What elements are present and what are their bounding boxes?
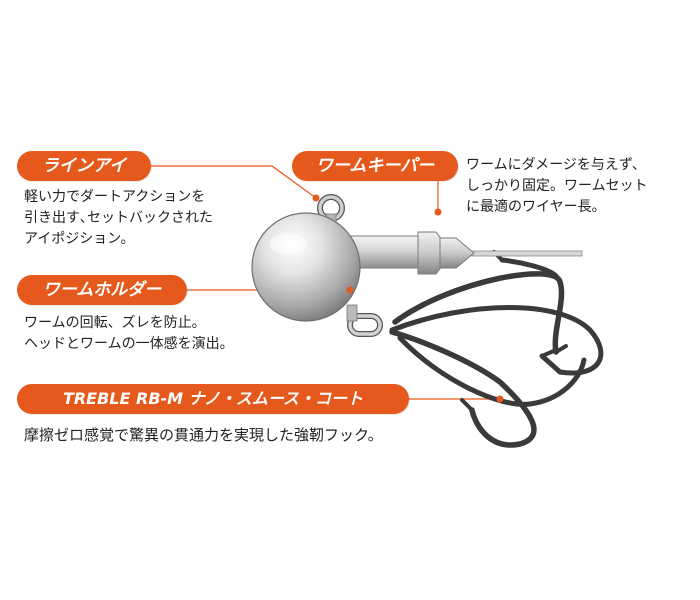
callout-label-worm-holder: ワームホルダー: [17, 275, 187, 305]
callout-desc-worm-keeper: ワームにダメージを与えず、 しっかり固定。ワームセット に最適のワイヤー長。: [466, 155, 648, 218]
hook-point-upper: [499, 257, 559, 279]
callout-label-treble: TREBLE RB-M ナノ・スムース・コート: [17, 384, 409, 414]
hook-point-left: [460, 398, 474, 412]
treble-hook: [389, 250, 604, 448]
worm-keeper: [339, 231, 583, 275]
callout-desc-treble: 摩擦ゼロ感覚で驚異の貫通力を実現した強靭フック。: [24, 425, 383, 446]
ball-head: [251, 212, 361, 322]
hook-prong-rear: [389, 305, 604, 376]
desc-line: 摩擦ゼロ感覚で驚異の貫通力を実現した強靭フック。: [24, 426, 383, 444]
desc-line: しっかり固定。ワームセット: [466, 178, 648, 194]
desc-line: ワームの回転、ズレを防止。: [24, 315, 206, 331]
hook-point-top: [554, 344, 568, 354]
desc-line: 引き出す､セットバックされた: [24, 210, 213, 226]
leader-dot-worm-keeper: [434, 208, 442, 216]
keeper-barb-2: [439, 237, 475, 269]
callout-label-worm-keeper: ワームキーパー: [292, 151, 458, 181]
callout-desc-worm-holder: ワームの回転、ズレを防止。 ヘッドとワームの一体感を演出。: [24, 313, 234, 355]
leader-dot-line-eye: [312, 194, 320, 202]
desc-line: ヘッドとワームの一体感を演出。: [24, 336, 234, 352]
desc-line: アイポジション。: [24, 231, 135, 247]
leader-dot-worm-holder: [346, 286, 354, 294]
callout-desc-line-eye: 軽い力でダートアクションを 引き出す､セットバックされた アイポジション。: [24, 187, 213, 250]
callout-label-line-eye: ラインアイ: [17, 151, 151, 181]
desc-line: 軽い力でダートアクションを: [24, 189, 206, 205]
desc-line: ワームにダメージを与えず、: [466, 157, 646, 173]
hook-prong-lower: [397, 335, 587, 407]
leader-dot-treble: [496, 395, 504, 403]
hook-shank: [389, 329, 537, 448]
hook-eye-ring: [346, 304, 383, 337]
desc-line: に最適のワイヤー長。: [466, 199, 606, 215]
leader-line-line-eye: [150, 165, 317, 199]
